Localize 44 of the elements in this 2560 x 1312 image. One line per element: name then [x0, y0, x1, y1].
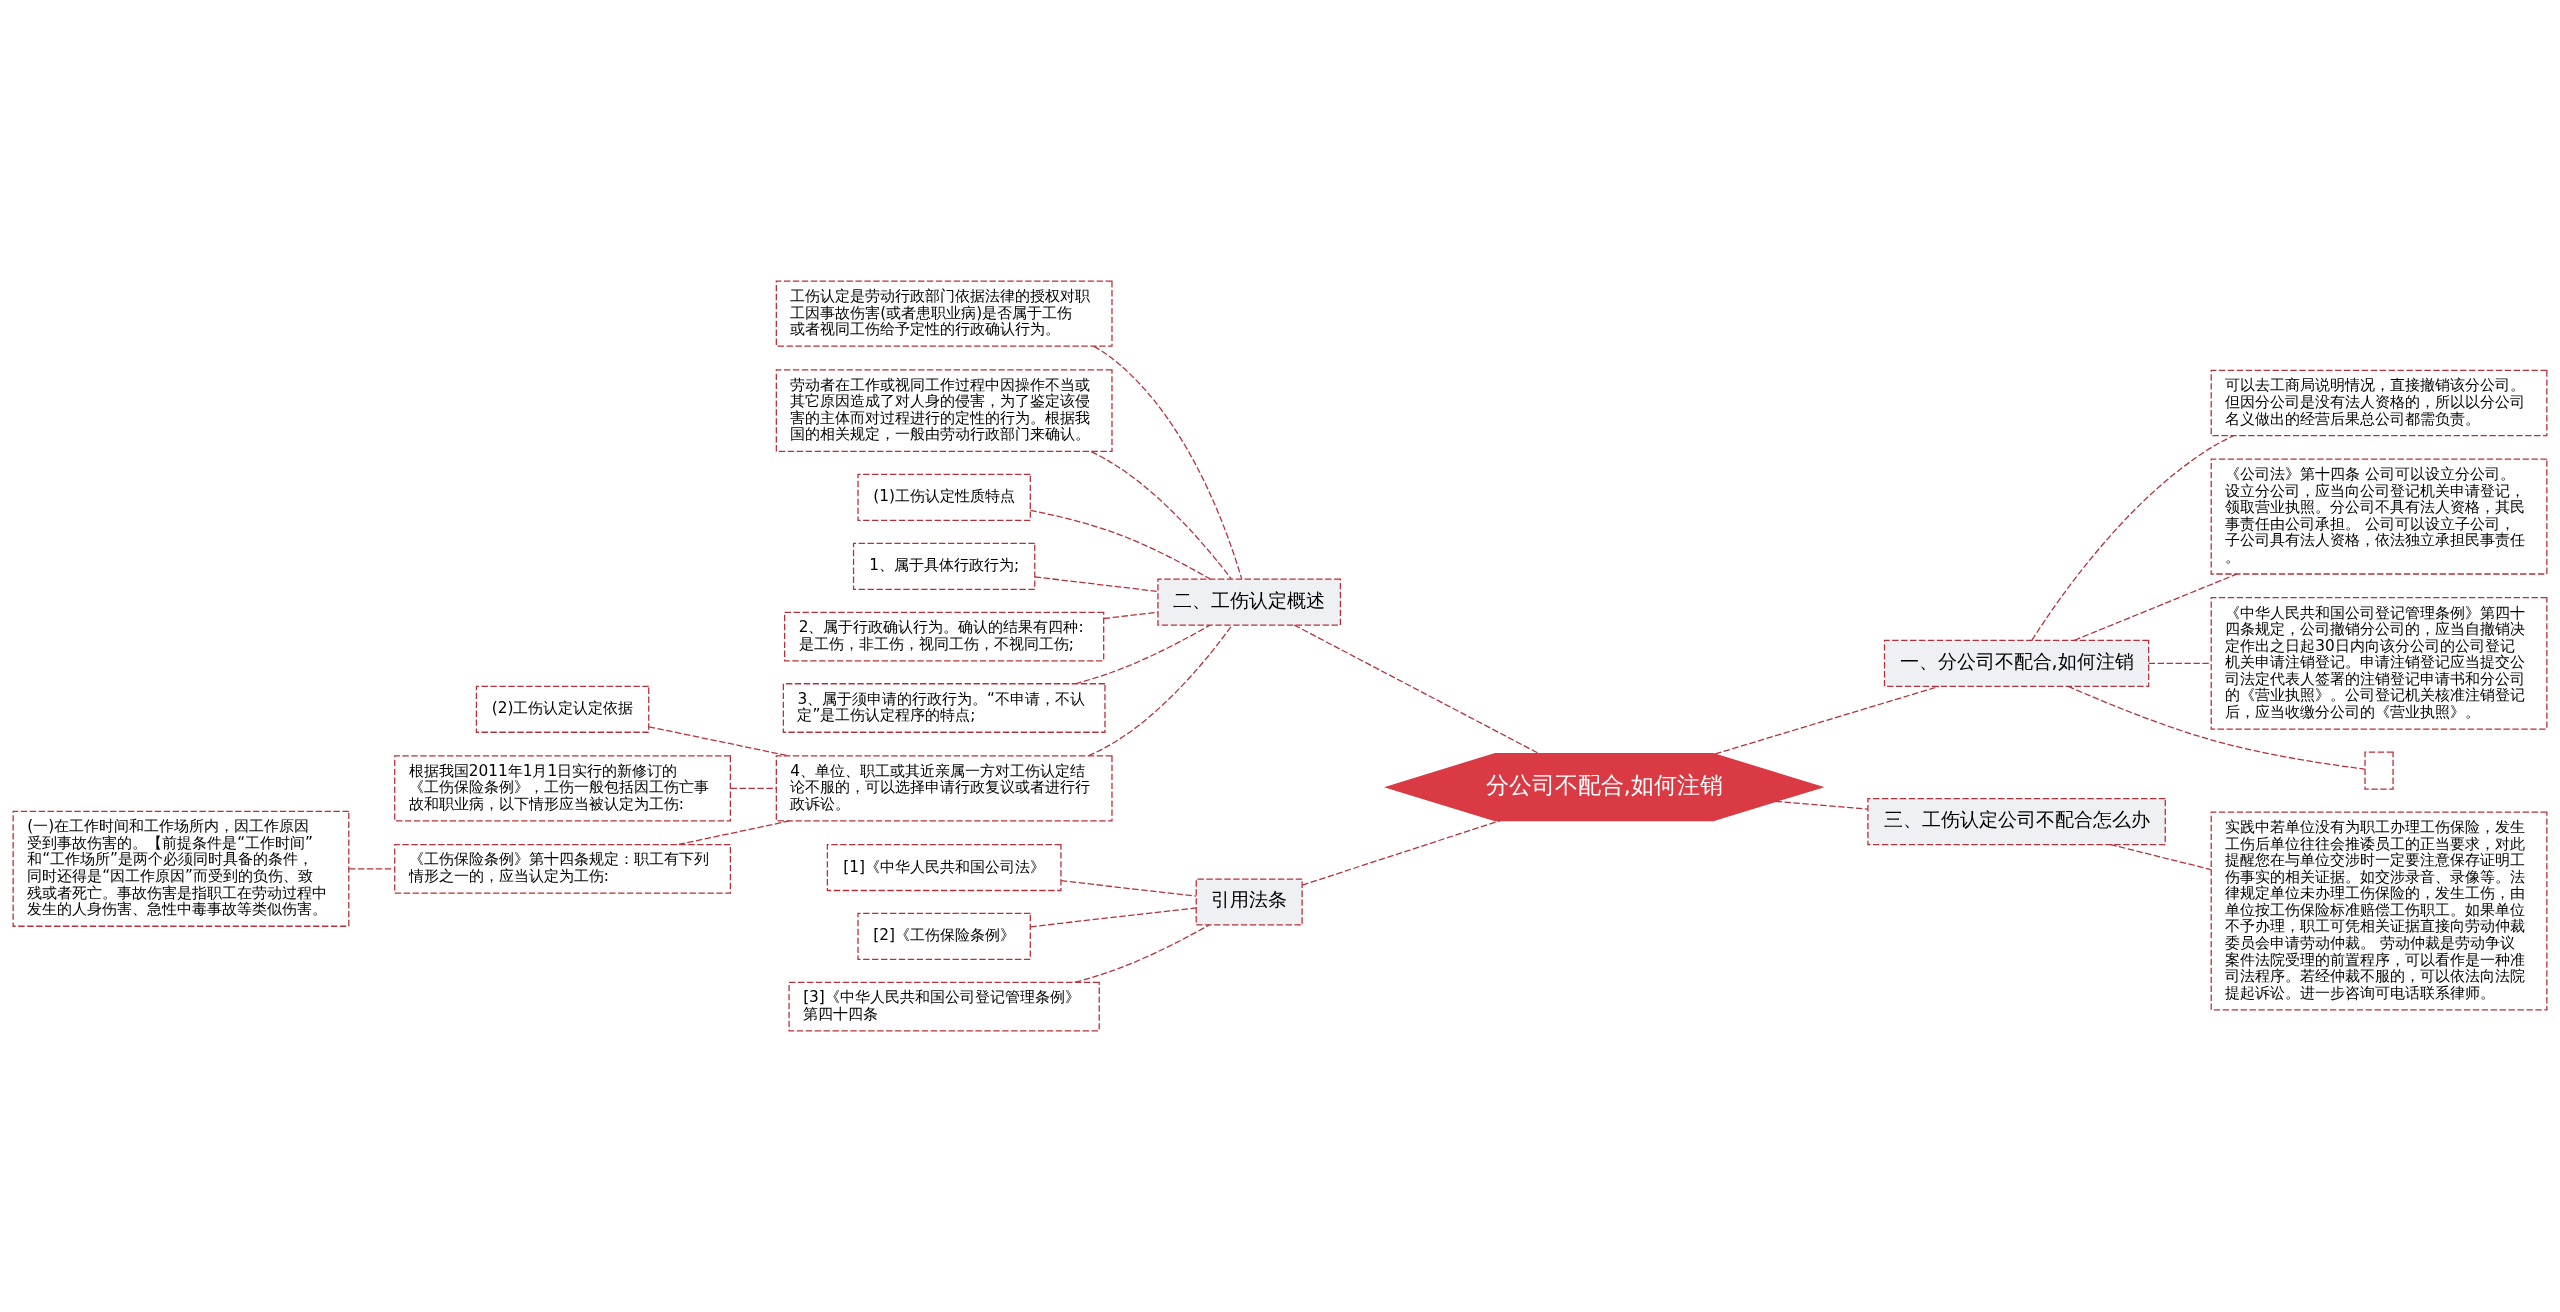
node-box: (一)在工作时间和工作场所内，因工作原因受到事故伤害的。【前提条件是“工作时间”和“工作场所”是两个必须同时具备的条件，同时还得是“因工作原因”而受到的负伤、致残或者死亡。事故伤害是指职工在劳动过程中发生的人身伤害、急性中毒事故等类似伤害。: [12, 810, 350, 927]
connector: [2073, 573, 2238, 641]
node-box: 4、单位、职工或其近亲属一方对工伤认定结论不服的，可以选择申请行政复议或者进行行政诉讼。: [775, 755, 1113, 822]
node-box: 《中华人民共和国公司登记管理条例》第四十四条规定，公司撤销分公司的，应当自撤销决定作出之日起30日内向该分公司的公司登记机关申请注销登记。申请注销登记应当提交公司法定代表人签署的注销登记申请书和分公司的《营业执照》。公司登记机关核准注销登记后，应当收缴分公司的《营业执照》。: [2210, 596, 2548, 730]
connector: [1093, 345, 1243, 580]
connector: [1714, 685, 1940, 755]
node-box: 1、属于具体行政行为;: [852, 542, 1036, 590]
node-box: (2)工伤认定认定依据: [475, 685, 650, 733]
connector: [1029, 907, 1197, 928]
node-box: 引用法条: [1195, 878, 1303, 926]
node-box: (1)工伤认定性质特点: [857, 473, 1031, 522]
node-box: 实践中若单位没有为职工办理工伤保险，发生工伤后单位往往会推诿员工的正当要求，对此提醒您在与单位交涉时一定要注意保存证明工伤事实的相关证据。如交涉录音、录像等。法律规定单位未办理工伤保险的，发生工伤，由单位按工伤保险标准赔偿工伤职工。如果单位不予办理，职工可凭相关证据直接向劳动仲裁委员会申请劳动仲裁。 劳动仲裁是劳动争议案件法院受理的前置程序，可以看作是一种准司法程序。若经仲裁不服的，可以依法向法院提起诉讼。进一步咨询可电话联系律师。: [2210, 811, 2548, 1011]
node-box: 根据我国2011年1月1日实行的新修订的《工伤保险条例》，工伤一般包括因工伤亡事故和职业病，以下情形应当被认定为工伤:: [394, 755, 732, 822]
node-box: 一、分公司不配合,如何注销: [1883, 639, 2150, 687]
node-box: 劳动者在工作或视同工作过程中因操作不当或其它原因造成了对人身的侵害，为了鉴定该侵害的主体而对过程进行的定性的行为。根据我国的相关规定，一般由劳动行政部门来确认。: [775, 369, 1113, 453]
connector: [348, 868, 396, 870]
connector: [2067, 685, 2366, 770]
node-box: 工伤认定是劳动行政部门依据法律的授权对职工因事故伤害(或者患职业病)是否属于工伤或者视同工伤给予定性的行政确认行为。: [775, 280, 1113, 347]
connector: [1775, 800, 1869, 810]
connector: [1293, 624, 1540, 755]
connector: [1060, 880, 1197, 897]
connector: [2031, 434, 2235, 641]
node-box: 《公司法》第十四条 公司可以设立分公司。设立分公司，应当向公司登记机关申请登记，领取营业执照。分公司不具有法人资格，其民事责任由公司承担。 公司可以设立子公司，子公司具有法人资格，依法独立承担民事责任。: [2210, 458, 2548, 575]
connector: [1090, 451, 1232, 580]
node-box: 二、工伤认定概述: [1157, 578, 1342, 626]
node-box: 可以去工商局说明情况，直接撤销该分公司。但因分公司是没有法人资格的，所以以分公司名义做出的经营后果总公司都需负责。: [2210, 369, 2548, 437]
connector: [2148, 662, 2212, 664]
node-box: [2364, 751, 2394, 790]
node-box: 3、属于须申请的行政行为。“不申请，不认定”是工伤认定程序的特点;: [782, 683, 1106, 733]
connector: [1029, 509, 1211, 580]
node-box: [1]《中华人民共和国公司法》: [826, 843, 1062, 892]
node-box: 三、工伤认定公司不配合怎么办: [1867, 798, 2166, 846]
connector: [730, 787, 777, 790]
connector: [2109, 843, 2212, 871]
node-box: [3]《中华人民共和国公司登记管理条例》第四十四条: [788, 981, 1100, 1032]
connector: [1087, 624, 1233, 757]
connector: [1301, 819, 1501, 886]
connector: [1074, 924, 1210, 983]
connector: [648, 726, 789, 757]
connector: [1034, 576, 1159, 593]
connector: [1103, 611, 1159, 620]
node-box: 2、属于行政确认行为。确认的结果有四种:是工伤，非工伤，视同工伤，不视同工伤;: [784, 611, 1105, 662]
node-box: 《工伤保险条例》第十四条规定：职工有下列情形之一的，应当认定为工伤:: [394, 843, 732, 894]
node-box: [2]《工伤保险条例》: [857, 912, 1031, 961]
